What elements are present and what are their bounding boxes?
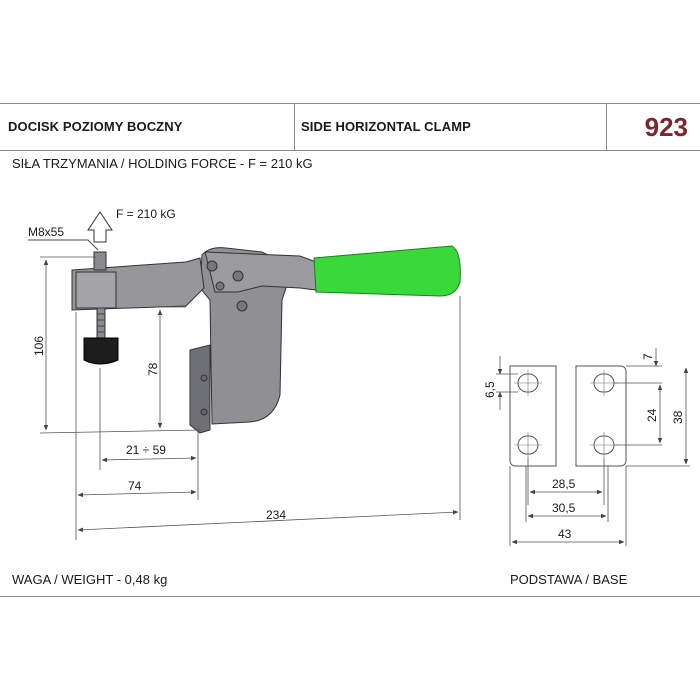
product-code: 923 [644,112,688,142]
base-dimension-lines [496,348,690,546]
weight-text: WAGA / WEIGHT - 0,48 kg [12,572,168,587]
title-pl-cell: DOCISK POZIOMY BOCZNY [0,104,295,150]
force-label: F = 210 kG [116,207,176,221]
dim-base-width: 43 [558,527,572,541]
lever-arm [204,251,317,293]
dim-74-line [77,489,197,498]
holding-force-text: SIŁA TRZYMANIA / HOLDING FORCE - F = 210… [12,156,313,171]
bolt-label: M8x55 [28,225,64,239]
force-arrow-icon [87,211,113,243]
arm-head [75,271,117,309]
pivot-3 [236,300,248,312]
base-plate-drawing [509,365,627,467]
dim-hole-spacing-v: 24 [645,408,659,422]
pivot-1 [206,260,218,272]
dim-234-line [77,510,459,532]
title-pl: DOCISK POZIOMY BOCZNY [8,119,183,134]
product-sheet: DOCISK POZIOMY BOCZNY SIDE HORIZONTAL CL… [0,103,700,597]
dim-stroke-line [101,455,197,463]
threaded-spindle [96,307,106,341]
clamp-illustration [71,245,461,434]
base-label: PODSTAWA / BASE [510,572,628,587]
dim-234: 234 [266,508,286,522]
dim-stroke: 21 ÷ 59 [126,443,166,457]
title-en-cell: SIDE HORIZONTAL CLAMP [295,104,607,150]
dim-base-height: 38 [671,410,685,424]
dim-edge: 7 [641,353,655,360]
thread-lines [97,313,105,333]
pivot-4 [215,281,225,291]
dim-hole: 6,5 [483,381,497,398]
green-handle [313,245,461,297]
code-cell: 923 [607,104,700,150]
base-hole-2 [200,408,208,416]
mounting-base [189,344,211,434]
dim-74: 74 [128,479,142,493]
title-en: SIDE HORIZONTAL CLAMP [301,119,471,134]
header-row: DOCISK POZIOMY BOCZNY SIDE HORIZONTAL CL… [0,104,700,151]
dim-hole-spacing-h: 28,5 [552,477,576,491]
rubber-pressure-tip [83,337,119,365]
dim-106: 106 [32,336,46,356]
bolt-top-nut [93,251,107,271]
base-plate-right [575,365,627,467]
base-plate-left [509,365,557,467]
pivot-2 [232,270,244,282]
dim-inner-width: 30,5 [552,501,576,515]
base-hole-1 [200,374,208,382]
dimension-lines [39,256,461,540]
bolt-leader [28,239,99,251]
dim-78: 78 [146,362,160,376]
